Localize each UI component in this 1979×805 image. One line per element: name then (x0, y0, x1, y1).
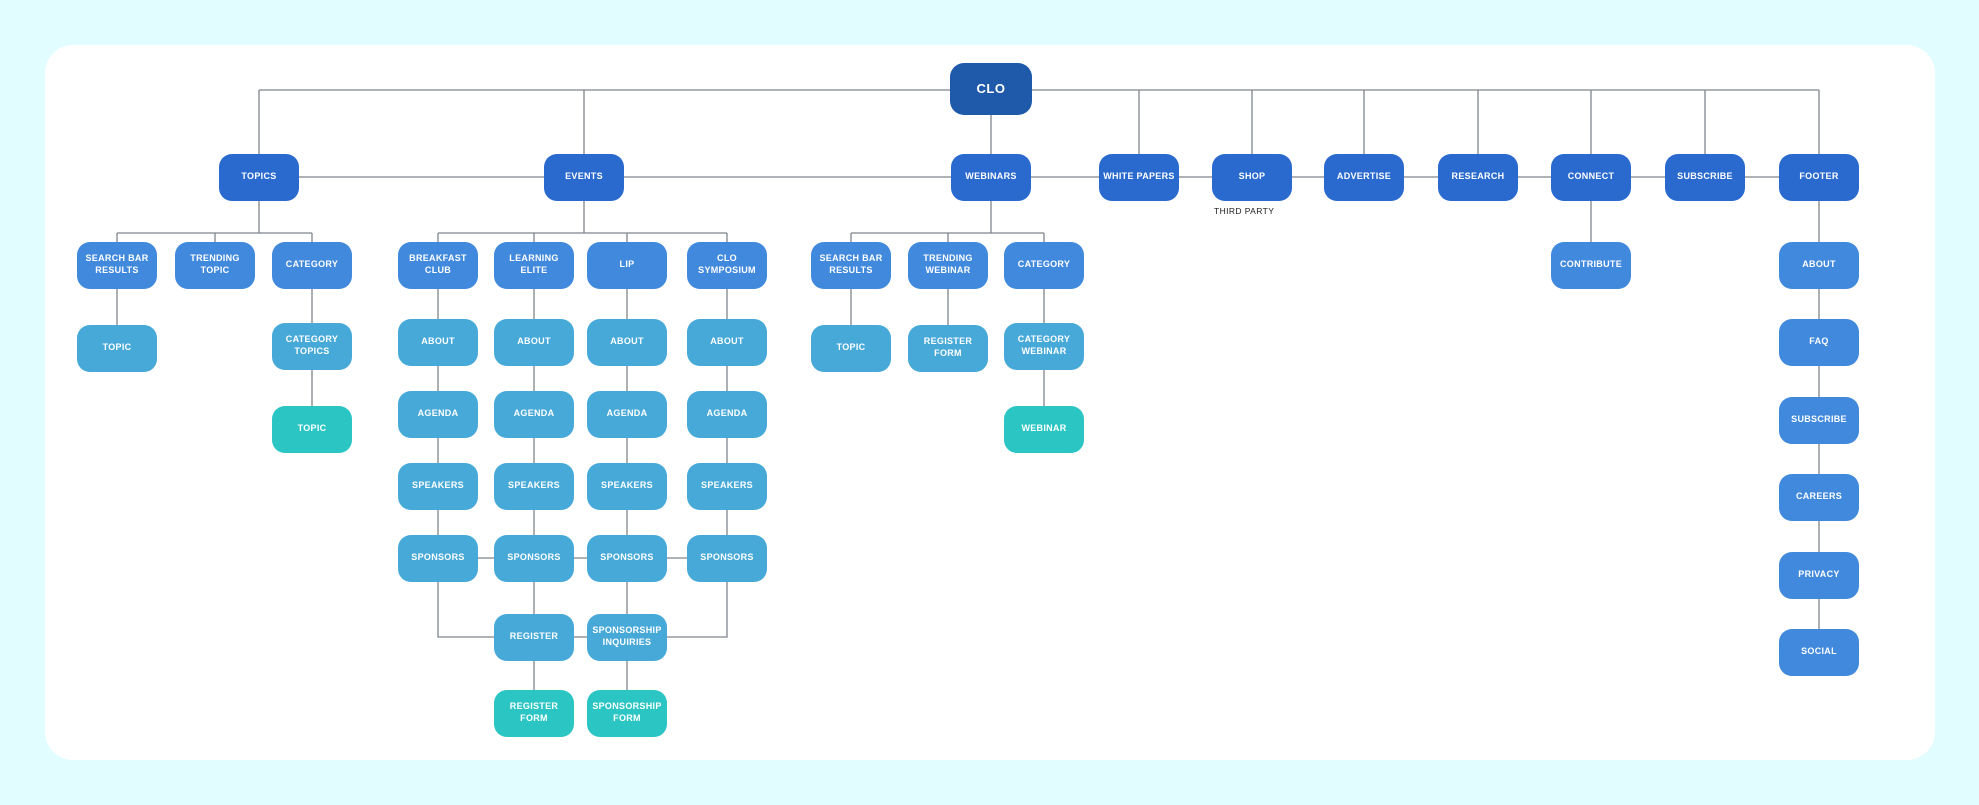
node-footer-social[interactable]: SOCIAL (1779, 628, 1859, 676)
node-footer-careers[interactable]: CAREERS (1779, 473, 1859, 521)
node-subscribe[interactable]: SUBSCRIBE (1665, 153, 1745, 201)
edge-sponsors1-register-elbow (437, 581, 494, 638)
node-lip[interactable]: LIP (587, 241, 667, 289)
node-footer-subscribe[interactable]: SUBSCRIBE (1779, 396, 1859, 444)
node-research[interactable]: RESEARCH (1438, 153, 1518, 201)
node-breakfast-club-speakers[interactable]: SPEAKERS (398, 462, 478, 510)
node-breakfast-club[interactable]: BREAKFAST CLUB (398, 241, 478, 289)
node-connect[interactable]: CONNECT (1551, 153, 1631, 201)
node-footer-about[interactable]: ABOUT (1779, 241, 1859, 289)
node-webinars-category[interactable]: CATEGORY (1004, 241, 1084, 289)
node-learning-elite-agenda[interactable]: AGENDA (494, 390, 574, 438)
node-learning-elite-speakers[interactable]: SPEAKERS (494, 462, 574, 510)
node-clo-symposium-agenda[interactable]: AGENDA (687, 390, 767, 438)
node-clo-symposium-speakers[interactable]: SPEAKERS (687, 462, 767, 510)
node-shop[interactable]: SHOP (1212, 153, 1292, 201)
node-breakfast-club-about[interactable]: ABOUT (398, 318, 478, 366)
node-category-topics[interactable]: CATEGORY TOPICS (272, 322, 352, 370)
node-clo-symposium[interactable]: CLO SYMPOSIUM (687, 241, 767, 289)
node-footer-privacy[interactable]: PRIVACY (1779, 551, 1859, 599)
node-lip-sponsors[interactable]: SPONSORS (587, 534, 667, 582)
node-webinars[interactable]: WEBINARS (951, 153, 1031, 201)
node-webinars-search-bar-results[interactable]: SEARCH BAR RESULTS (811, 241, 891, 289)
node-webinar[interactable]: WEBINAR (1004, 405, 1084, 453)
node-clo-symposium-sponsors[interactable]: SPONSORS (687, 534, 767, 582)
node-register-form[interactable]: REGISTER FORM (494, 689, 574, 737)
node-learning-elite[interactable]: LEARNING ELITE (494, 241, 574, 289)
node-category-topics-topic[interactable]: TOPIC (272, 405, 352, 453)
node-breakfast-club-agenda[interactable]: AGENDA (398, 390, 478, 438)
node-learning-elite-sponsors[interactable]: SPONSORS (494, 534, 574, 582)
node-sponsorship-inquiries[interactable]: SPONSORSHIP INQUIRIES (587, 613, 667, 661)
node-advertise[interactable]: ADVERTISE (1324, 153, 1404, 201)
node-topics-topic[interactable]: TOPIC (77, 324, 157, 372)
node-webinars-topic[interactable]: TOPIC (811, 324, 891, 372)
node-lip-speakers[interactable]: SPEAKERS (587, 462, 667, 510)
node-clo[interactable]: CLO (950, 63, 1032, 115)
node-footer-faq[interactable]: FAQ (1779, 318, 1859, 366)
third-party-label: THIRD PARTY (1214, 206, 1275, 216)
node-topics-trending-topic[interactable]: TRENDING TOPIC (175, 241, 255, 289)
node-lip-about[interactable]: ABOUT (587, 318, 667, 366)
node-lip-agenda[interactable]: AGENDA (587, 390, 667, 438)
node-sponsorship-form[interactable]: SPONSORSHIP FORM (587, 689, 667, 737)
node-webinar-register-form[interactable]: REGISTER FORM (908, 324, 988, 372)
node-topics[interactable]: TOPICS (219, 153, 299, 201)
node-category-webinar[interactable]: CATEGORY WEBINAR (1004, 322, 1084, 370)
node-topics-category[interactable]: CATEGORY (272, 241, 352, 289)
edge-sponsors4-inquiries-elbow (667, 581, 728, 638)
node-white-papers[interactable]: WHITE PAPERS (1099, 153, 1179, 201)
node-clo-symposium-about[interactable]: ABOUT (687, 318, 767, 366)
node-topics-search-bar-results[interactable]: SEARCH BAR RESULTS (77, 241, 157, 289)
node-footer[interactable]: FOOTER (1779, 153, 1859, 201)
node-trending-webinar[interactable]: TRENDING WEBINAR (908, 241, 988, 289)
node-contribute[interactable]: CONTRIBUTE (1551, 241, 1631, 289)
node-events[interactable]: EVENTS (544, 153, 624, 201)
node-register[interactable]: REGISTER (494, 613, 574, 661)
node-learning-elite-about[interactable]: ABOUT (494, 318, 574, 366)
node-breakfast-club-sponsors[interactable]: SPONSORS (398, 534, 478, 582)
